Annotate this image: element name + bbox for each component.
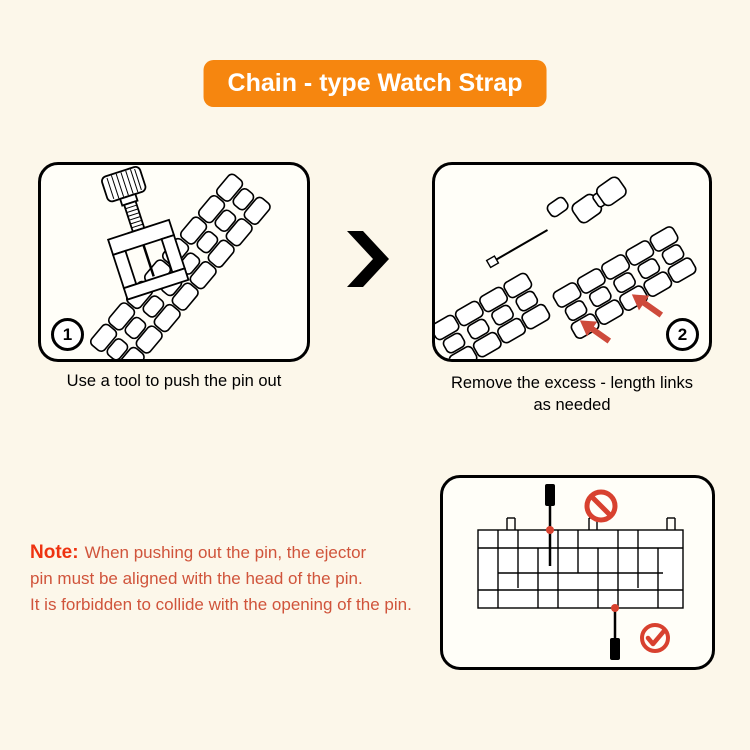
note-text-line2: pin must be aligned with the head of the… [30, 569, 363, 588]
page-title: Chain - type Watch Strap [227, 69, 523, 97]
removed-links-illustration [435, 176, 699, 359]
title-banner: Chain - type Watch Strap [203, 60, 547, 107]
note-text-line1: When pushing out the pin, the ejector [84, 543, 367, 562]
step2-panel: 2 [432, 162, 712, 362]
alignment-detail-panel [440, 475, 715, 670]
note-block: Note: When pushing out the pin, the eject… [30, 540, 460, 618]
step2-caption-line1: Remove the excess - length links [450, 374, 694, 392]
note-line: Note: When pushing out the pin, the eject… [30, 540, 460, 566]
link-remover-tool-icon [101, 165, 190, 301]
step2-caption-line2: as needed [533, 396, 611, 414]
top-ejector-pin-icon [545, 484, 555, 566]
pin-alignment-illustration [477, 484, 684, 660]
pin-pushing-illustration [87, 165, 273, 359]
bottom-ejected-pin-icon [610, 604, 620, 660]
note-text-line3: It is forbidden to collide with the open… [30, 595, 412, 614]
band-segment-left [435, 270, 553, 359]
step2-number-badge: 2 [666, 318, 699, 351]
note-label: Note: [30, 542, 79, 563]
step1-panel: 1 [38, 162, 310, 362]
step2-caption: Remove the excess - length links as need… [432, 372, 712, 416]
pin-contact-dot [546, 526, 554, 534]
detached-links-illustration [546, 176, 627, 224]
pin-contact-dot [611, 604, 619, 612]
fork-pin-tops [506, 517, 676, 530]
band-cross-section [477, 517, 684, 609]
loose-pin-icon [485, 229, 549, 269]
check-circle-icon [640, 623, 670, 653]
next-step-chevron-icon [347, 231, 389, 287]
step1-number-badge: 1 [51, 318, 84, 351]
prohibition-icon [584, 489, 618, 523]
step1-caption: Use a tool to push the pin out [66, 372, 282, 390]
